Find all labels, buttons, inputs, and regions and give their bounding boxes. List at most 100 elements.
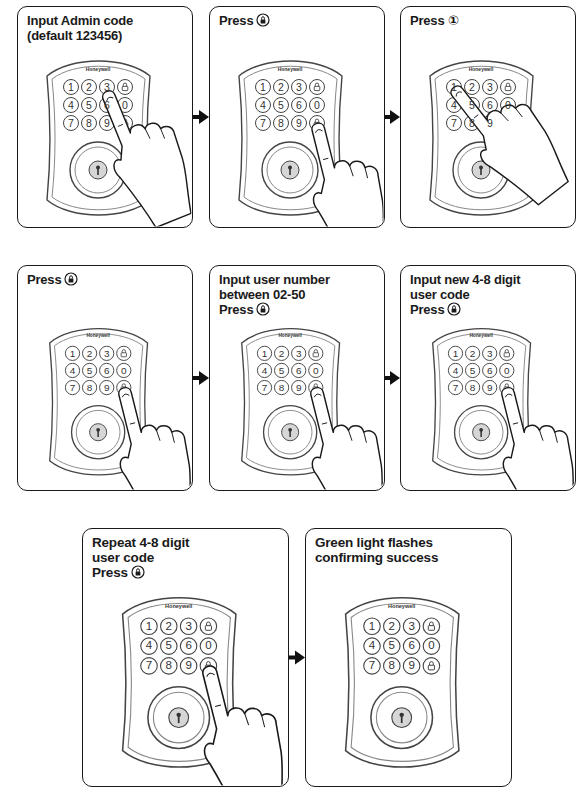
padlock-shackle <box>207 662 211 666</box>
keypad-button <box>447 116 462 131</box>
keypad-digit: 7 <box>449 381 462 394</box>
icon-padlock-body <box>261 20 266 24</box>
keypad-button <box>403 618 420 635</box>
keypad-digit: 0 <box>424 638 439 653</box>
keypad-digit: 4 <box>141 638 156 653</box>
pointing-hand <box>294 376 383 489</box>
fingernail <box>122 393 130 397</box>
keypad-digit: 5 <box>82 98 96 112</box>
keypad-digit: 1 <box>66 347 79 360</box>
keypad-button <box>200 618 217 635</box>
keypad-digit: 6 <box>483 364 496 377</box>
keypad-digit: 5 <box>275 364 288 377</box>
keypad-digit: 7 <box>64 116 78 130</box>
keypad-button <box>82 80 97 95</box>
keypad-button <box>384 618 401 635</box>
keypad-button <box>310 98 325 113</box>
keypad-digit: 4 <box>447 98 461 112</box>
keypad-button <box>180 618 197 635</box>
keypad-button <box>100 363 114 377</box>
pointing-hand <box>102 376 191 489</box>
hand-clipper <box>295 112 383 227</box>
keypad-digit: 2 <box>161 619 176 634</box>
keypad-digit: 0 <box>500 364 513 377</box>
keypad-button <box>274 98 289 113</box>
padlock-shackle <box>314 350 317 353</box>
icon-ring <box>257 303 269 315</box>
keypad-button <box>141 658 158 675</box>
padlock-shackle <box>122 384 125 387</box>
pointing-hand <box>485 376 574 489</box>
keyway-slot <box>97 430 99 437</box>
keypad-digit: 8 <box>275 381 288 394</box>
keypad-button <box>256 80 271 95</box>
keypad-button <box>274 380 288 394</box>
padlock-body <box>314 86 320 90</box>
keypad-digit: 6 <box>100 98 114 112</box>
keypad-digit: 1 <box>364 619 379 634</box>
hand-clipper <box>185 654 288 786</box>
padlock-shackle <box>505 384 508 387</box>
keypad-button <box>180 658 197 675</box>
keypad-digit: 1 <box>447 80 461 94</box>
padlock-shackle <box>506 83 509 86</box>
hand-outline <box>102 376 191 489</box>
finger-creases <box>130 415 175 452</box>
keypad-button <box>118 80 133 95</box>
step-instruction: Press <box>27 272 61 287</box>
step-heading: Press <box>219 13 375 28</box>
arrow-head <box>295 651 305 665</box>
keypad-digit: 9 <box>483 381 496 394</box>
keypad-digit: 4 <box>64 98 78 112</box>
keyway-slot <box>289 168 291 175</box>
keypad-digit: 5 <box>465 98 479 112</box>
step-heading: Input new 4-8 digit user code Press <box>410 272 566 317</box>
step-instruction: Press ① <box>410 13 459 28</box>
thumb-ring <box>262 142 318 198</box>
keypad-button <box>82 363 96 377</box>
padlock-shackle <box>430 662 434 666</box>
keypad-button <box>161 658 178 675</box>
finger-creases <box>215 696 264 737</box>
keypad-digit: 1 <box>64 80 78 94</box>
keypad-button <box>423 658 440 675</box>
finger-creases <box>474 94 522 141</box>
icon-padlock-shackle <box>136 569 139 572</box>
keypad-button <box>364 658 381 675</box>
icon-ring <box>132 566 144 578</box>
step-arrow <box>289 651 305 665</box>
hand-clipper <box>294 376 383 489</box>
keypad-button <box>161 618 178 635</box>
finger-creases <box>322 415 367 452</box>
hand-outline <box>86 74 191 227</box>
keypad-button <box>257 380 271 394</box>
thumb-ring <box>264 406 317 459</box>
key-cylinder <box>392 708 412 728</box>
keypad-button <box>423 638 440 655</box>
keypad-button <box>483 363 497 377</box>
step-instruction: Press <box>219 13 253 28</box>
padlock-body <box>205 626 211 631</box>
key-cylinder <box>282 424 299 441</box>
keypad-button <box>465 380 479 394</box>
keypad-button <box>274 116 289 131</box>
keypad-digit: 4 <box>66 364 79 377</box>
keyway-slot <box>178 715 180 723</box>
keypad-button <box>423 618 440 635</box>
keypad-button <box>64 80 79 95</box>
keypad-button <box>256 98 271 113</box>
key-cylinder <box>89 161 107 179</box>
keypad-button <box>292 380 306 394</box>
arrow-head <box>199 371 209 385</box>
icon-ring <box>448 303 460 315</box>
keypad-digit: 3 <box>483 80 497 94</box>
icon-padlock-shackle <box>70 276 73 279</box>
keypad-button <box>292 80 307 95</box>
step-instruction: Green light flashes confirming success <box>315 535 438 565</box>
press-button-icon <box>447 302 461 316</box>
hand-clipper <box>485 376 574 489</box>
padlock-shackle <box>207 622 211 626</box>
keypad-button <box>384 638 401 655</box>
keypad-button <box>448 346 462 360</box>
